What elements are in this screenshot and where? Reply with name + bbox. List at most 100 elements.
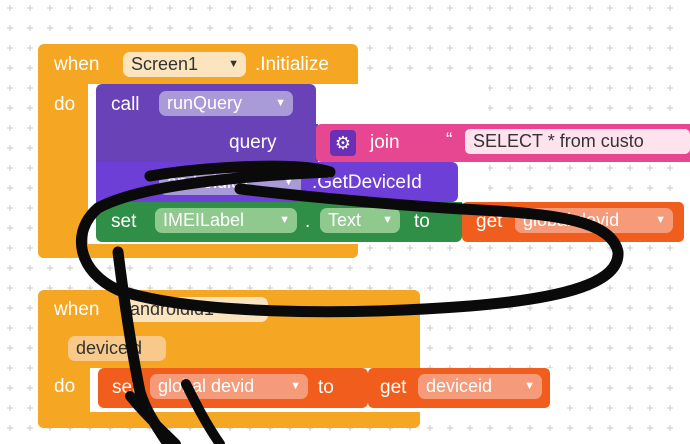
grid-plus-mark: [587, 5, 593, 11]
deviceid-var-label: deviceid: [426, 376, 493, 396]
grid-plus-mark: [547, 265, 553, 271]
grid-plus-mark: [527, 65, 533, 71]
grid-plus-mark: [587, 185, 593, 191]
dropdown-arrow-icon: ▼: [283, 176, 294, 188]
call-keyword: call: [111, 94, 140, 115]
text-property-dropdown[interactable]: Text ▼: [320, 208, 400, 233]
grid-plus-mark: [647, 185, 653, 191]
grid-plus-mark: [587, 385, 593, 391]
grid-plus-mark: [7, 225, 13, 231]
grid-plus-mark: [587, 45, 593, 51]
grid-plus-mark: [27, 85, 33, 91]
grid-plus-mark: [507, 245, 513, 251]
global-devid-dropdown[interactable]: global devid ▼: [515, 208, 673, 233]
grid-plus-mark: [427, 245, 433, 251]
grid-plus-mark: [667, 185, 673, 191]
grid-plus-mark: [27, 25, 33, 31]
grid-plus-mark: [487, 305, 493, 311]
androidid1-component-dropdown[interactable]: androidid1 ▼: [159, 170, 301, 195]
grid-plus-mark: [547, 305, 553, 311]
get-keyword-2: get: [380, 377, 407, 398]
grid-plus-mark: [627, 5, 633, 11]
grid-plus-mark: [407, 5, 413, 11]
grid-plus-mark: [287, 25, 293, 31]
dropdown-arrow-icon: ▼: [290, 380, 301, 392]
grid-plus-mark: [507, 65, 513, 71]
do-keyword-2: do: [54, 376, 76, 397]
grid-plus-mark: [567, 365, 573, 371]
grid-plus-mark: [7, 205, 13, 211]
call-runquery-param-row: [96, 124, 318, 162]
grid-plus-mark: [7, 125, 13, 131]
event-block2-footer: [38, 412, 420, 428]
grid-plus-mark: [427, 425, 433, 431]
grid-plus-mark: [347, 265, 353, 271]
grid-plus-mark: [367, 45, 373, 51]
grid-plus-mark: [427, 25, 433, 31]
grid-plus-mark: [527, 265, 533, 271]
grid-plus-mark: [527, 185, 533, 191]
grid-plus-mark: [487, 105, 493, 111]
when-keyword: when: [54, 54, 100, 75]
grid-plus-mark: [67, 25, 73, 31]
grid-plus-mark: [587, 265, 593, 271]
grid-plus-mark: [507, 305, 513, 311]
grid-plus-mark: [7, 365, 13, 371]
grid-plus-mark: [547, 425, 553, 431]
grid-plus-mark: [507, 325, 513, 331]
grid-plus-mark: [647, 245, 653, 251]
deviceid-var-dropdown[interactable]: deviceid ▼: [418, 374, 542, 399]
androidid1-event-dropdown[interactable]: androidid1 ▼: [122, 297, 268, 322]
grid-plus-mark: [427, 325, 433, 331]
imeilabel-component-dropdown[interactable]: IMEILabel ▼: [155, 208, 297, 233]
set-global-devid-dropdown[interactable]: global devid ▼: [150, 374, 308, 399]
grid-plus-mark: [7, 65, 13, 71]
grid-plus-mark: [87, 5, 93, 11]
grid-plus-mark: [387, 265, 393, 271]
grid-plus-mark: [407, 65, 413, 71]
gear-icon[interactable]: ⚙: [330, 130, 356, 156]
get-device-id-method: .GetDeviceId: [312, 172, 422, 193]
grid-plus-mark: [227, 5, 233, 11]
grid-plus-mark: [7, 45, 13, 51]
grid-plus-mark: [447, 285, 453, 291]
grid-plus-mark: [667, 105, 673, 111]
grid-plus-mark: [527, 5, 533, 11]
grid-plus-mark: [187, 265, 193, 271]
grid-plus-mark: [667, 5, 673, 11]
grid-plus-mark: [507, 425, 513, 431]
grid-plus-mark: [627, 45, 633, 51]
grid-plus-mark: [107, 265, 113, 271]
procedure-dropdown[interactable]: runQuery ▼: [159, 91, 293, 116]
grid-plus-mark: [527, 165, 533, 171]
grid-plus-mark: [567, 345, 573, 351]
grid-plus-mark: [467, 25, 473, 31]
grid-plus-mark: [647, 265, 653, 271]
grid-plus-mark: [667, 25, 673, 31]
grid-plus-mark: [507, 165, 513, 171]
grid-plus-mark: [587, 405, 593, 411]
dropdown-arrow-icon: ▼: [250, 303, 261, 315]
grid-plus-mark: [587, 285, 593, 291]
grid-plus-mark: [667, 365, 673, 371]
grid-plus-mark: [567, 185, 573, 191]
query-string-field[interactable]: SELECT * from custo: [465, 129, 690, 154]
grid-plus-mark: [487, 345, 493, 351]
grid-plus-mark: [527, 305, 533, 311]
set-global-devid-label: global devid: [158, 376, 255, 396]
deviceid-param[interactable]: deviceid: [68, 336, 166, 361]
grid-plus-mark: [7, 405, 13, 411]
grid-plus-mark: [447, 45, 453, 51]
grid-plus-mark: [587, 245, 593, 251]
grid-plus-mark: [667, 165, 673, 171]
grid-plus-mark: [647, 365, 653, 371]
grid-plus-mark: [667, 265, 673, 271]
grid-plus-mark: [547, 45, 553, 51]
grid-plus-mark: [27, 125, 33, 131]
grid-plus-mark: [607, 365, 613, 371]
grid-plus-mark: [587, 85, 593, 91]
grid-plus-mark: [647, 165, 653, 171]
grid-plus-mark: [607, 45, 613, 51]
screen1-dropdown[interactable]: Screen1 ▼: [123, 52, 246, 77]
grid-plus-mark: [647, 65, 653, 71]
